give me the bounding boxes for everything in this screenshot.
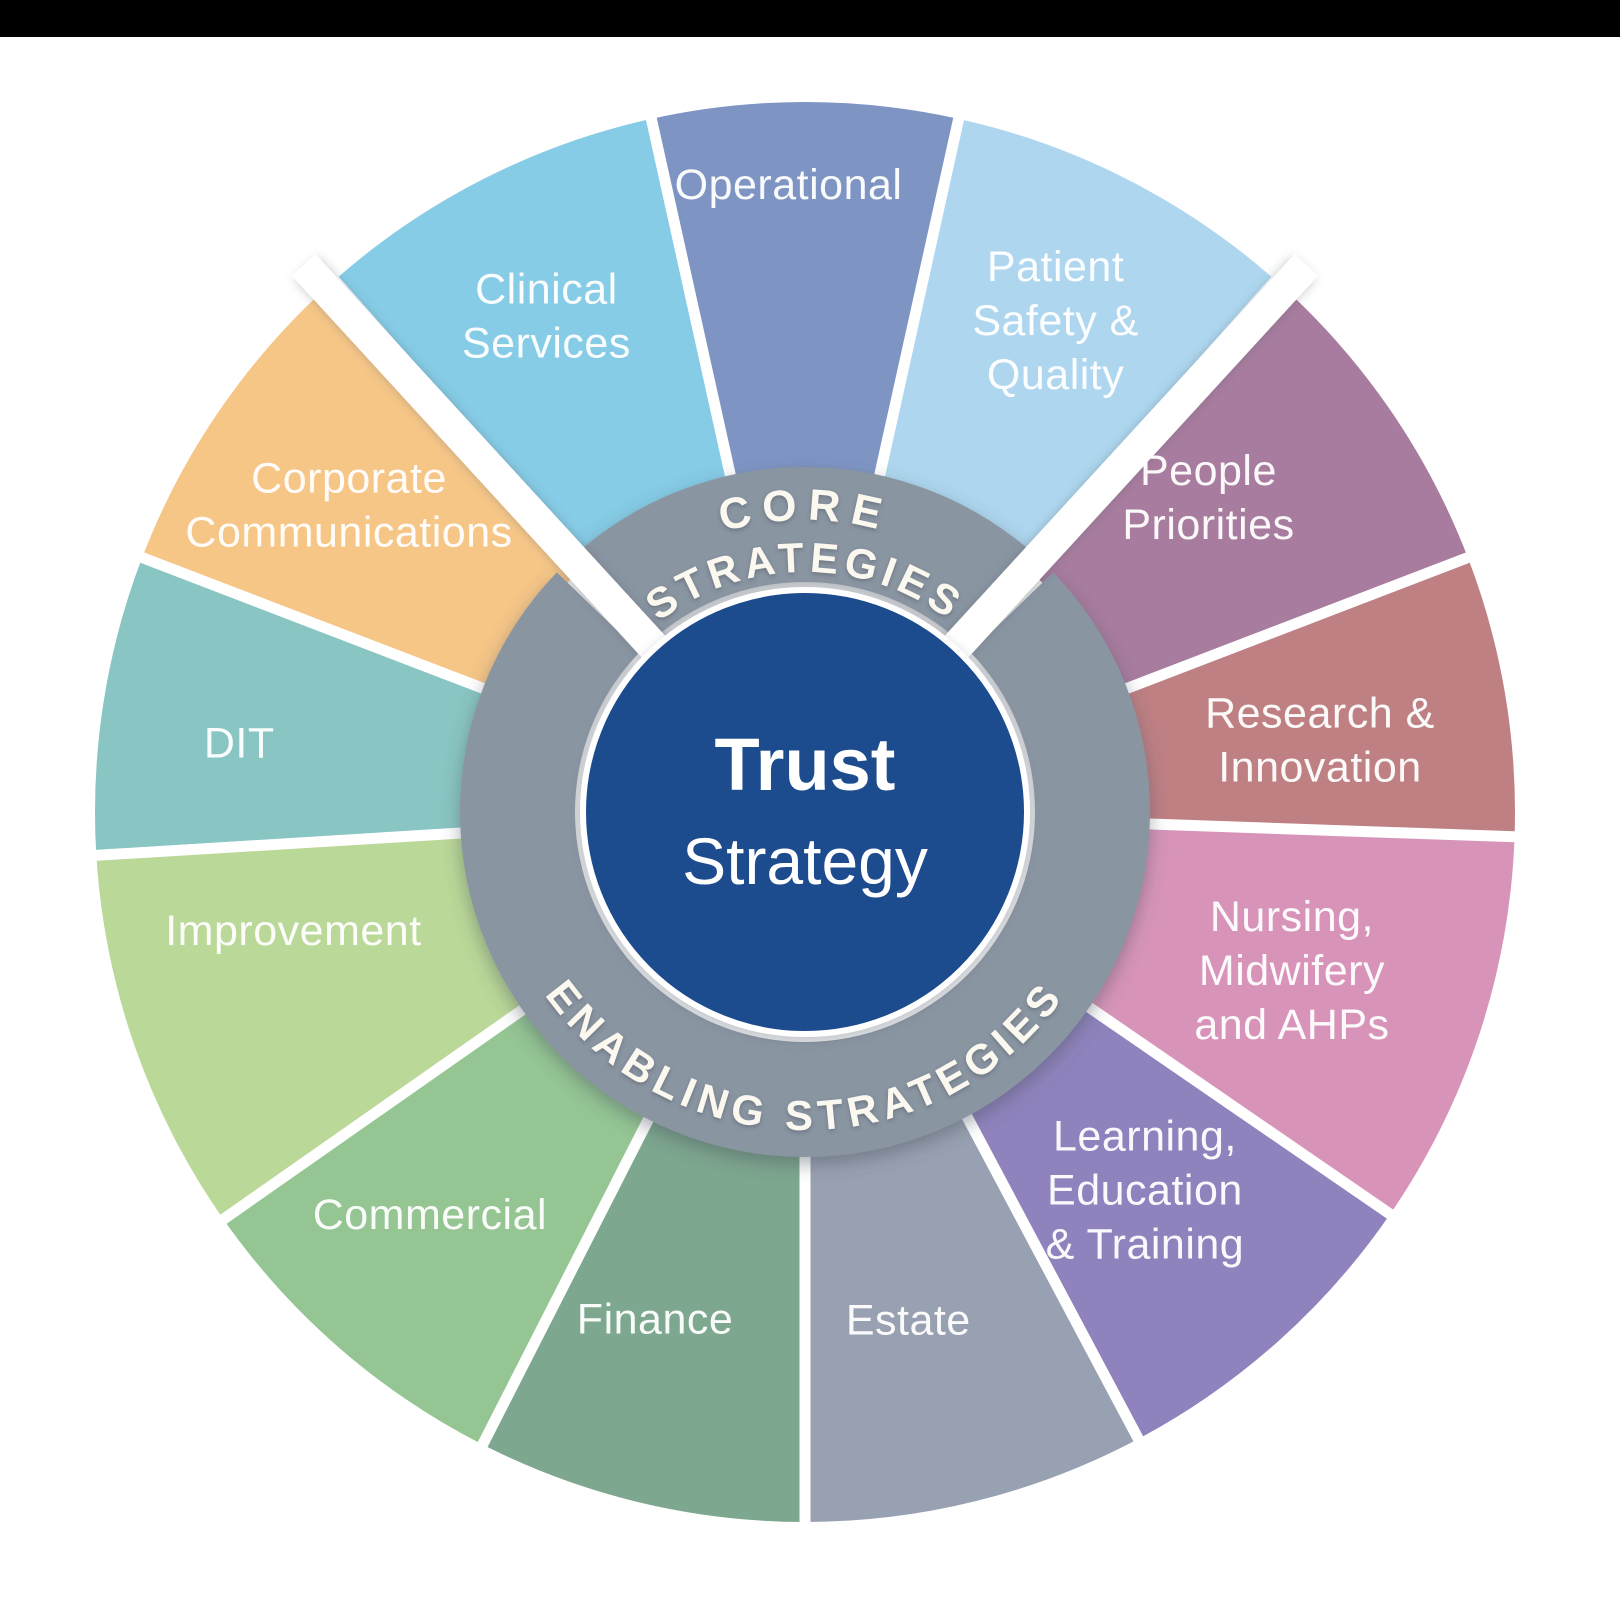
segment-corporate-communications (142, 280, 587, 694)
segment-label-research-innovation: Research &Innovation (1205, 690, 1435, 792)
strategy-ring (460, 467, 1150, 1157)
separator-line (466, 1099, 662, 1470)
segment-commercial (223, 1001, 656, 1445)
segment-dit (94, 557, 497, 856)
segment-learning-education-training (959, 998, 1391, 1439)
segment-estate (805, 1103, 1139, 1522)
segment-operational (651, 102, 959, 490)
segment-nursing-midwifery-ahps (1076, 823, 1515, 1215)
separator-line (1130, 817, 1540, 844)
segment-label-improvement: Improvement (165, 907, 421, 955)
segment-people-priorities (1023, 280, 1468, 694)
separator-line (1070, 992, 1414, 1233)
segment-label-commercial: Commercial (313, 1191, 547, 1239)
segment-research-innovation (1113, 557, 1515, 837)
segment-patient-safety-quality (876, 118, 1276, 565)
separator-line (116, 543, 503, 701)
segments-ring (94, 102, 1515, 1522)
core-strategies-arc (569, 467, 1041, 644)
center-title: Trust (715, 723, 896, 806)
separator-line (640, 93, 740, 495)
separator-line (953, 1097, 1155, 1464)
enabling-strategies-arc (460, 572, 1150, 1157)
core-enabling-divider (938, 254, 1319, 665)
center-circle-group (580, 587, 1030, 1037)
segment-clinical-services (334, 118, 734, 565)
segment-label-finance: Finance (577, 1295, 733, 1343)
segment-label-learning-education-training: Learning,Education& Training (1046, 1113, 1245, 1269)
separator-line (1107, 543, 1494, 701)
separator-line (199, 994, 542, 1239)
segment-label-operational: Operational (675, 161, 903, 209)
segment-improvement (96, 832, 535, 1220)
trust-strategy-circle (580, 587, 1030, 1037)
separator-line (799, 1138, 811, 1547)
core-enabling-divider (291, 254, 672, 665)
separator-line (71, 826, 480, 863)
center-subtitle: Strategy (682, 824, 928, 898)
separator-line (870, 93, 970, 495)
top-bar (0, 0, 1620, 37)
segment-label-estate: Estate (846, 1297, 971, 1345)
segment-label-dit: DIT (204, 720, 275, 768)
group-dividers (291, 254, 1319, 665)
segment-finance (482, 1106, 805, 1522)
